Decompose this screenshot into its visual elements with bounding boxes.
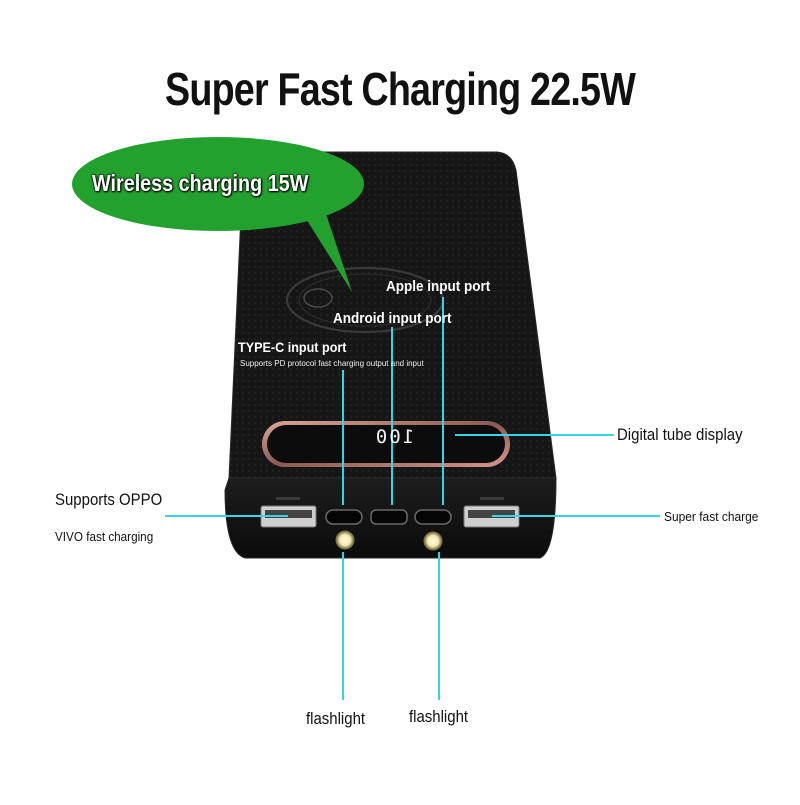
micro-usb-port — [370, 509, 408, 525]
label-android-input: Android input port — [333, 310, 452, 327]
label-flashlight-left: flashlight — [306, 709, 366, 728]
display-panel — [267, 425, 505, 463]
label-flashlight-right: flashlight — [409, 707, 469, 726]
flashlight-led-right — [423, 531, 443, 551]
typec-port — [325, 509, 363, 525]
headline: Super Fast Charging 22.5W — [165, 63, 636, 115]
label-typec-note: Supports PD protocol fast charging outpu… — [240, 359, 424, 368]
leader-lines — [165, 297, 660, 700]
label-super-fast-charge: Super fast charge — [664, 509, 759, 524]
label-apple-input: Apple input port — [386, 278, 491, 295]
bubble-text: Wireless charging 15W — [92, 170, 309, 196]
label-supports-oppo: Supports OPPO — [55, 490, 163, 509]
label-typec-input: TYPE-C input port — [238, 339, 347, 355]
display-readout: 100 — [373, 426, 415, 448]
label-vivo-fast: VIVO fast charging — [55, 529, 154, 544]
flashlight-led-left — [335, 530, 355, 550]
lightning-port — [414, 509, 452, 525]
label-digital-display: Digital tube display — [617, 425, 743, 444]
wireless-bubble — [72, 137, 364, 292]
